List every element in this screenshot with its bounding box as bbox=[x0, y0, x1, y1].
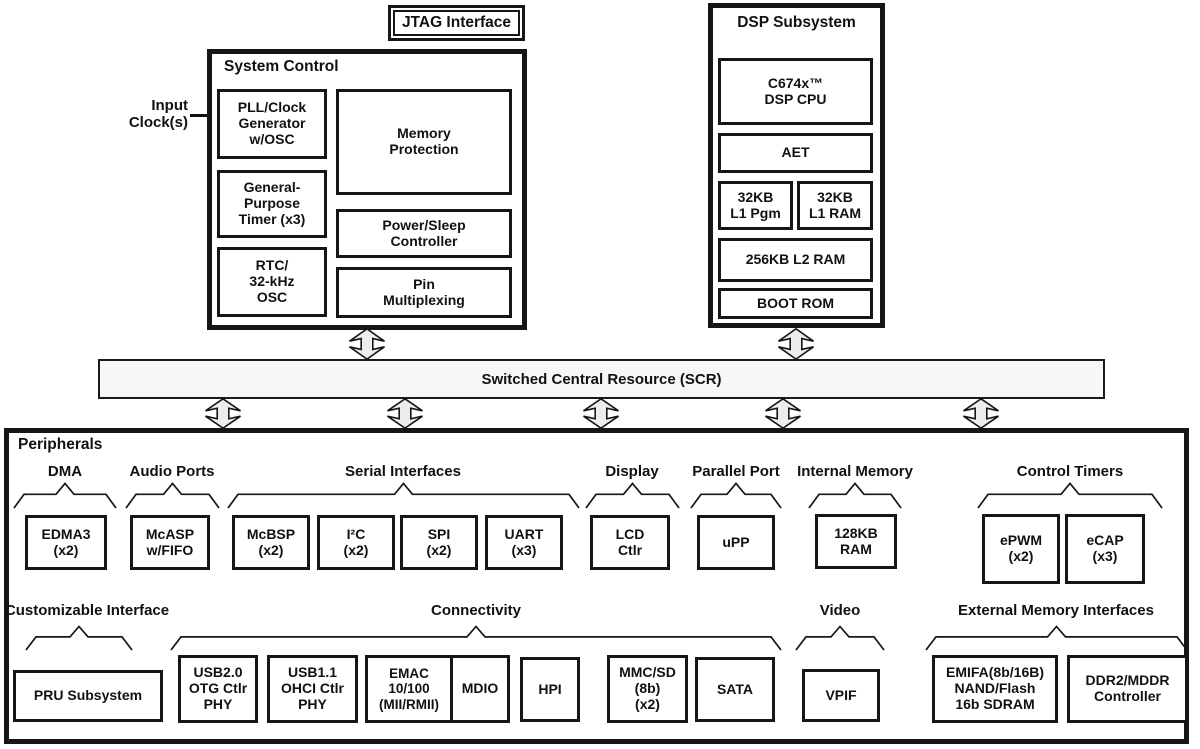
dsp-subsystem-title: DSP Subsystem bbox=[737, 14, 856, 31]
brace-control-timers bbox=[977, 482, 1163, 509]
jtag-interface-box: JTAG Interface bbox=[388, 5, 525, 41]
ddr2-mddr-box: DDR2/MDDR Controller bbox=[1067, 655, 1188, 723]
group-label-parallel-port: Parallel Port bbox=[692, 463, 780, 480]
brace-internal-memory bbox=[808, 482, 902, 509]
ram-128kb-box: 128KB RAM bbox=[815, 514, 897, 569]
input-clock-arrow-line bbox=[190, 114, 208, 117]
group-label-customizable-interface: Customizable Interface bbox=[4, 602, 170, 619]
lcd-ctlr-box: LCD Ctlr bbox=[590, 515, 670, 570]
general-purpose-timer-box: General- Purpose Timer (x3) bbox=[217, 170, 327, 238]
bidir-arrow-icon bbox=[765, 397, 801, 430]
input-clocks-label: Input Clock(s) bbox=[128, 97, 188, 132]
mdio-box: MDIO bbox=[450, 658, 507, 720]
brace-connectivity bbox=[170, 625, 782, 651]
brace-customizable-interface bbox=[25, 625, 133, 651]
bidir-arrow-icon bbox=[387, 397, 423, 430]
jtag-interface-label: JTAG Interface bbox=[393, 10, 520, 36]
scr-label: Switched Central Resource (SCR) bbox=[481, 370, 722, 388]
sata-box: SATA bbox=[695, 657, 775, 722]
group-label-audio-ports: Audio Ports bbox=[129, 463, 215, 480]
group-label-video: Video bbox=[819, 602, 861, 619]
dsp-cpu-box: C674x™ DSP CPU bbox=[718, 58, 873, 125]
upp-box: uPP bbox=[697, 515, 775, 570]
mmcsd-box: MMC/SD (8b) (x2) bbox=[607, 655, 688, 723]
uart-box: UART (x3) bbox=[485, 515, 563, 570]
brace-audio-ports bbox=[125, 482, 220, 509]
ecap-box: eCAP (x3) bbox=[1065, 514, 1145, 584]
pll-clock-generator-box: PLL/Clock Generator w/OSC bbox=[217, 89, 327, 159]
spi-box: SPI (x2) bbox=[400, 515, 478, 570]
usb11-ohci-box: USB1.1 OHCI Ctlr PHY bbox=[267, 655, 358, 723]
mcbsp-box: McBSP (x2) bbox=[232, 515, 310, 570]
l1-ram-box: 32KB L1 RAM bbox=[797, 181, 873, 230]
peripherals-title: Peripherals bbox=[18, 436, 103, 453]
group-label-internal-memory: Internal Memory bbox=[797, 463, 913, 480]
brace-display bbox=[585, 482, 680, 509]
brace-dma bbox=[13, 482, 117, 509]
bidir-arrow-icon bbox=[963, 397, 999, 430]
group-label-external-memory-interfaces: External Memory Interfaces bbox=[958, 602, 1154, 619]
group-label-dma: DMA bbox=[47, 463, 83, 480]
boot-rom-box: BOOT ROM bbox=[718, 288, 873, 319]
emac-mdio-box: EMAC 10/100 (MII/RMII) MDIO bbox=[365, 655, 510, 723]
epwm-box: ePWM (x2) bbox=[982, 514, 1060, 584]
l1-pgm-box: 32KB L1 Pgm bbox=[718, 181, 793, 230]
group-label-control-timers: Control Timers bbox=[1016, 463, 1124, 480]
brace-video bbox=[795, 625, 885, 651]
scr-bar: Switched Central Resource (SCR) bbox=[98, 359, 1105, 399]
system-control-title: System Control bbox=[224, 58, 339, 75]
usb20-otg-box: USB2.0 OTG Ctlr PHY bbox=[178, 655, 258, 723]
bidir-arrow-icon bbox=[778, 327, 814, 361]
group-label-display: Display bbox=[605, 463, 659, 480]
group-label-connectivity: Connectivity bbox=[430, 602, 522, 619]
brace-parallel-port bbox=[690, 482, 782, 509]
bidir-arrow-icon bbox=[583, 397, 619, 430]
l2-ram-box: 256KB L2 RAM bbox=[718, 238, 873, 282]
brace-serial-interfaces bbox=[227, 482, 580, 509]
brace-external-memory-interfaces bbox=[925, 625, 1188, 651]
aet-box: AET bbox=[718, 133, 873, 173]
emac-box: EMAC 10/100 (MII/RMII) bbox=[379, 666, 439, 712]
vpif-box: VPIF bbox=[802, 669, 880, 722]
emifa-box: EMIFA(8b/16B) NAND/Flash 16b SDRAM bbox=[932, 655, 1058, 723]
hpi-box: HPI bbox=[520, 657, 580, 722]
power-sleep-controller-box: Power/Sleep Controller bbox=[336, 209, 512, 258]
memory-protection-box: Memory Protection bbox=[336, 89, 512, 195]
rtc-osc-box: RTC/ 32-kHz OSC bbox=[217, 247, 327, 317]
bidir-arrow-icon bbox=[349, 327, 385, 361]
bidir-arrow-icon bbox=[205, 397, 241, 430]
i2c-box: I²C (x2) bbox=[317, 515, 395, 570]
mcasp-box: McASP w/FIFO bbox=[130, 515, 210, 570]
pin-multiplexing-box: Pin Multiplexing bbox=[336, 267, 512, 318]
group-label-serial-interfaces: Serial Interfaces bbox=[345, 463, 461, 480]
edma3-box: EDMA3 (x2) bbox=[25, 515, 107, 570]
pru-subsystem-box: PRU Subsystem bbox=[13, 670, 163, 722]
